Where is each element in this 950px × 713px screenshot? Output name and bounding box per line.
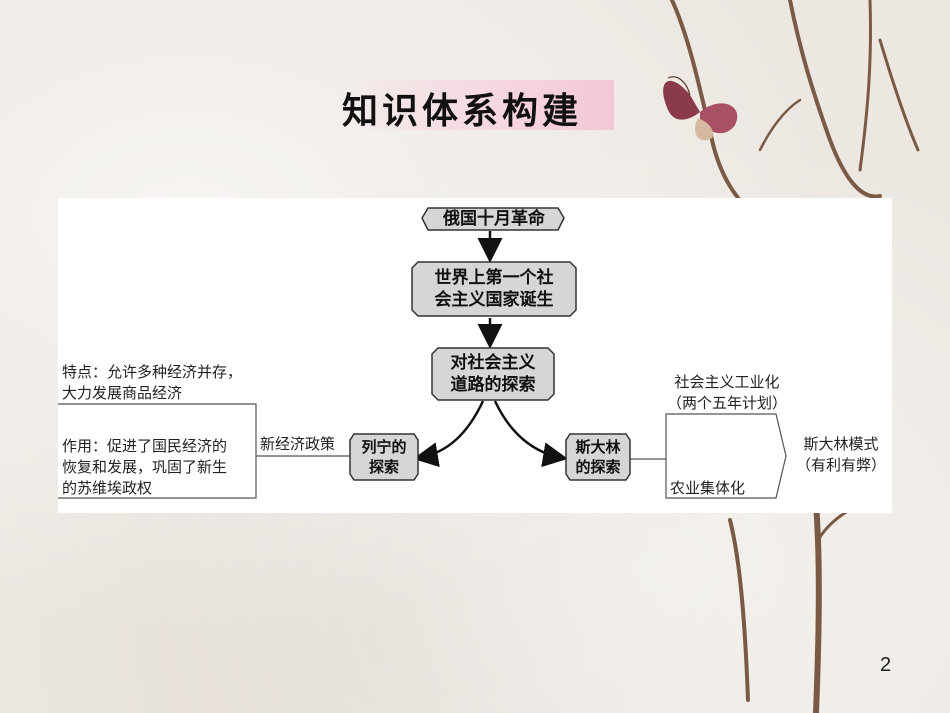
concept-map-panel: 俄国十月革命 世界上第一个社 会主义国家诞生 对社会主义 道路的探索 列宁的 探… (58, 198, 892, 513)
right-pentagon (665, 413, 787, 499)
effect-line2: 恢复和发展，巩固了新生 (62, 458, 228, 476)
node-first-state-line2: 会主义国家诞生 (434, 290, 554, 310)
five-year-plans-line: （两个五年计划） (666, 394, 787, 412)
collectivization-label: 农业集体化 (670, 479, 746, 497)
node-lenin: 列宁的 探索 (350, 434, 418, 480)
industrialization-text: 社会主义工业化 （两个五年计划） (662, 372, 792, 414)
node-exploration-line2: 道路的探索 (450, 375, 536, 395)
effect-text: 作用：促进了国民经济的 恢复和发展，巩固了新生 的苏维埃政权 (62, 436, 227, 499)
node-stalin-line1: 斯大林 (575, 438, 621, 456)
node-stalin-line2: 的探索 (575, 458, 621, 476)
stalin-model-note: （有利有弊） (795, 456, 886, 474)
industrialization-line: 社会主义工业化 (674, 373, 780, 391)
node-first-state-line1: 世界上第一个社 (434, 268, 554, 288)
node-shape-lenin (349, 433, 419, 481)
connector-lines (58, 207, 787, 499)
node-revolution-label: 俄国十月革命 (443, 209, 545, 229)
arrow-to-lenin (413, 400, 485, 468)
policy-label: 新经济政策 (260, 435, 336, 453)
stalin-model-text: 斯大林模式 （有利有弊） (794, 434, 888, 476)
node-exploration: 对社会主义 道路的探索 (434, 348, 552, 400)
node-revolution: 俄国十月革命 (426, 207, 562, 231)
title-highlight (336, 80, 614, 130)
feature-line2: 大力发展商品经济 (62, 384, 183, 402)
feature-line1: 特点：允许多种经济并存， (62, 363, 243, 381)
left-bracket (58, 403, 257, 499)
node-shape-exploration (431, 347, 555, 401)
node-shape-first-state (411, 261, 577, 317)
effect-line1: 作用：促进了国民经济的 (62, 437, 228, 455)
feature-text: 特点：允许多种经济并存， 大力发展商品经济 (62, 362, 242, 404)
node-shape-revolution (421, 207, 565, 231)
node-lenin-line1: 列宁的 (361, 438, 407, 456)
effect-line3: 的苏维埃政权 (62, 479, 153, 497)
node-exploration-line1: 对社会主义 (450, 353, 536, 373)
node-shape-stalin (565, 433, 631, 481)
node-stalin: 斯大林 的探索 (566, 434, 630, 480)
butterfly-icon (663, 76, 738, 141)
node-first-socialist-state: 世界上第一个社 会主义国家诞生 (414, 262, 574, 316)
arrow-to-stalin (493, 400, 568, 468)
stalin-model-line: 斯大林模式 (803, 435, 879, 453)
page-title: 知识体系构建 (342, 91, 583, 132)
page-number: 2 (880, 654, 892, 676)
node-lenin-line2: 探索 (368, 458, 399, 476)
